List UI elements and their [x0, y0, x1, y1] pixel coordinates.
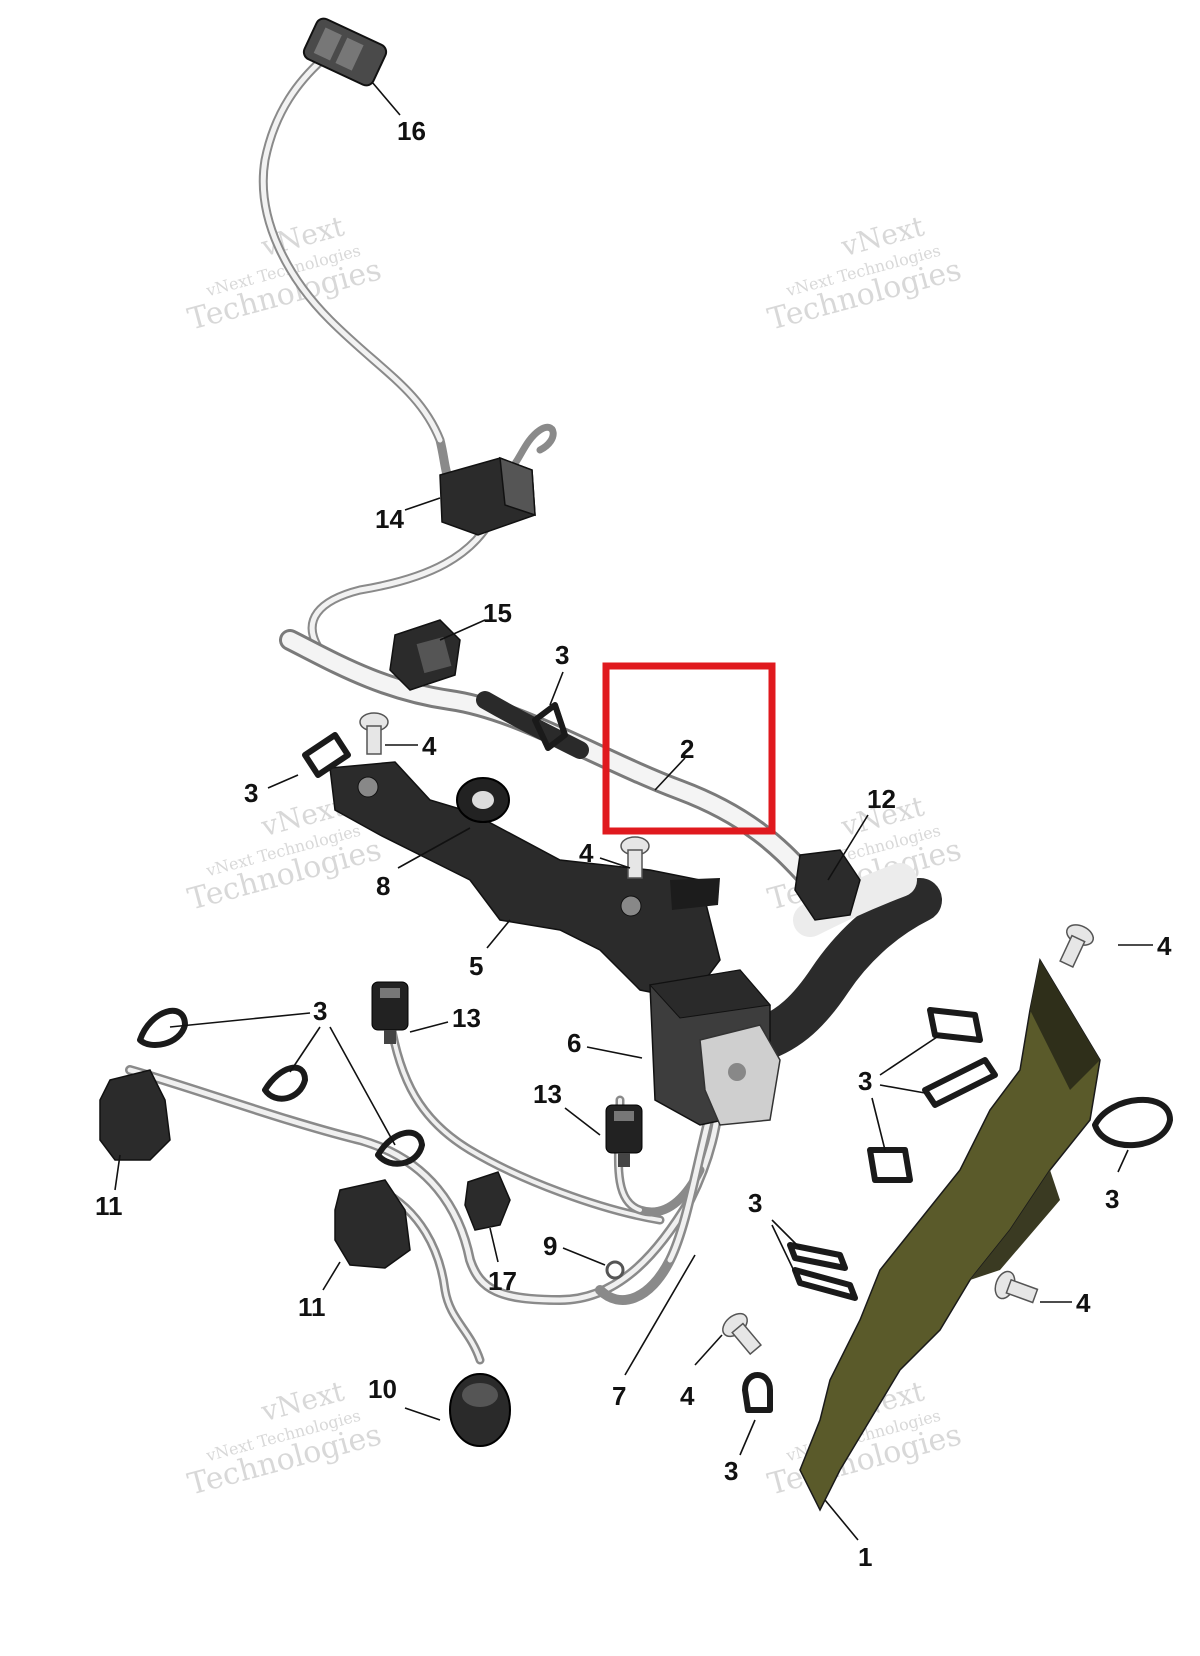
- clip-3-a-icon: [532, 702, 568, 751]
- callout-17: 17: [488, 1266, 517, 1296]
- watermark-bottom-left: vNext vNext Technologies Technologies: [184, 1374, 385, 1502]
- callout-group: 16 14 15 3 4 3 2 12 8 4 5 3: [95, 81, 1172, 1572]
- clip-3-b-icon: [302, 732, 351, 778]
- callout-16: 16: [397, 116, 426, 146]
- clip-3-g-icon: [922, 1057, 998, 1108]
- clip-3-i-icon: [1092, 1097, 1173, 1148]
- bolt-4-d-icon: [994, 1270, 1039, 1304]
- clip-3-e-icon: [375, 1129, 425, 1167]
- clip-3-f-icon: [927, 1007, 983, 1043]
- callout-11-left: 11: [95, 1191, 123, 1221]
- callout-3-left: 3: [244, 778, 258, 808]
- connector-15-icon: [389, 619, 461, 691]
- connector-14-icon: [439, 456, 536, 536]
- ignition-coil-11-right-icon: [334, 1179, 411, 1269]
- sensor-10-icon: [449, 1373, 511, 1447]
- callout-12: 12: [867, 784, 896, 814]
- callout-5: 5: [469, 951, 483, 981]
- watermark-top-right: vNext vNext Technologies Technologies: [764, 209, 965, 337]
- callout-3-far-right: 3: [1105, 1184, 1119, 1214]
- clip-3-j-icon: [787, 1242, 848, 1271]
- connector-12-icon: [794, 849, 861, 921]
- callout-13-lower: 13: [533, 1079, 562, 1109]
- grommet-8-icon: [456, 777, 510, 823]
- connector-16-icon: [302, 17, 388, 87]
- callout-4-mid: 4: [579, 838, 594, 868]
- frame-bracket-1-icon: [799, 957, 1101, 1512]
- callout-3-top: 3: [555, 640, 569, 670]
- clip-3-c-icon: [137, 1007, 188, 1048]
- callout-1: 1: [858, 1542, 872, 1572]
- callout-4-lower: 4: [680, 1381, 695, 1411]
- callout-3-mid-bottom: 3: [748, 1188, 762, 1218]
- clip-3-d-icon: [262, 1064, 308, 1102]
- clip-3-l-icon: [742, 1372, 773, 1413]
- callout-7: 7: [612, 1381, 626, 1411]
- module-6-icon: [649, 969, 781, 1126]
- callout-2: 2: [680, 734, 694, 764]
- callout-15: 15: [483, 598, 512, 628]
- bolt-4-a-icon: [359, 712, 389, 755]
- callout-11-right: 11: [298, 1292, 326, 1322]
- ignition-coil-11-left-icon: [99, 1069, 171, 1161]
- sensor-13-upper-icon: [371, 981, 409, 1044]
- ring-terminal-9-icon: [605, 1260, 625, 1280]
- highlight-box-item-2: [602, 662, 776, 835]
- bolt-4-e-icon: [722, 1312, 762, 1356]
- watermark-top-left: vNext vNext Technologies Technologies: [184, 209, 385, 337]
- callout-9: 9: [543, 1231, 557, 1261]
- callout-4-top-left: 4: [422, 731, 437, 761]
- callout-13-top: 13: [452, 1003, 481, 1033]
- clip-3-h-icon: [867, 1147, 913, 1183]
- callout-3-bottom: 3: [724, 1456, 738, 1486]
- callout-10: 10: [368, 1374, 397, 1404]
- callout-8: 8: [376, 871, 390, 901]
- bolt-4-c-icon: [1059, 924, 1094, 968]
- clip-17-icon: [464, 1171, 511, 1231]
- callout-3-cluster: 3: [313, 996, 327, 1026]
- callout-6: 6: [567, 1028, 581, 1058]
- clip-3-k-icon: [792, 1267, 858, 1301]
- bolt-4-b-icon: [620, 836, 650, 879]
- harness-trunk: [738, 878, 942, 1062]
- callout-3-right-cluster: 3: [858, 1066, 872, 1096]
- callout-4-top-right: 4: [1157, 931, 1172, 961]
- sensor-13-lower-icon: [605, 1104, 643, 1167]
- callout-4-right-mid: 4: [1076, 1288, 1091, 1318]
- callout-14: 14: [375, 504, 404, 534]
